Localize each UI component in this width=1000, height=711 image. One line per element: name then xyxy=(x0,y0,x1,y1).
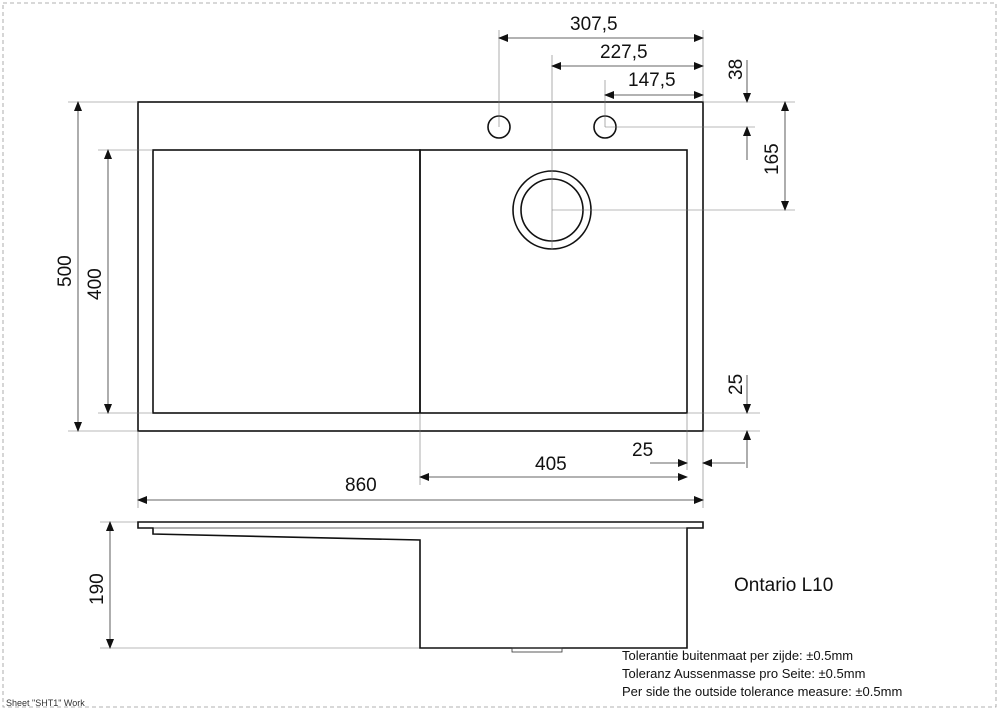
tolerance-note-en: Per side the outside tolerance measure: … xyxy=(622,684,902,699)
model-name: Ontario L10 xyxy=(734,575,833,596)
sink-outline xyxy=(137,101,704,432)
dimensions: 307,5 227,5 147,5 38 165 500 400 25 405 … xyxy=(55,14,789,649)
top-view xyxy=(68,30,795,508)
dim-25-bottom: 25 xyxy=(632,440,653,461)
dim-400: 400 xyxy=(85,268,106,300)
tolerance-note-de: Toleranz Aussenmasse pro Seite: ±0.5mm xyxy=(622,666,865,681)
section-view xyxy=(137,521,704,653)
dim-860: 860 xyxy=(345,475,377,496)
tolerance-note-nl: Tolerantie buitenmaat per zijde: ±0.5mm xyxy=(622,648,853,663)
dim-307: 307,5 xyxy=(570,14,618,35)
left-bowl-area xyxy=(152,149,421,414)
dim-227: 227,5 xyxy=(600,42,648,63)
right-bowl xyxy=(419,149,688,414)
dim-25-right: 25 xyxy=(726,374,747,395)
dim-165: 165 xyxy=(762,143,783,175)
section-outline xyxy=(137,521,704,649)
dim-38: 38 xyxy=(726,59,747,80)
drain-outlet xyxy=(511,647,563,653)
dim-500: 500 xyxy=(55,255,76,287)
dim-147: 147,5 xyxy=(628,70,676,91)
dim-190: 190 xyxy=(87,573,108,605)
dim-405: 405 xyxy=(535,454,567,475)
sheet-label: Sheet "SHT1" Work xyxy=(6,698,85,708)
